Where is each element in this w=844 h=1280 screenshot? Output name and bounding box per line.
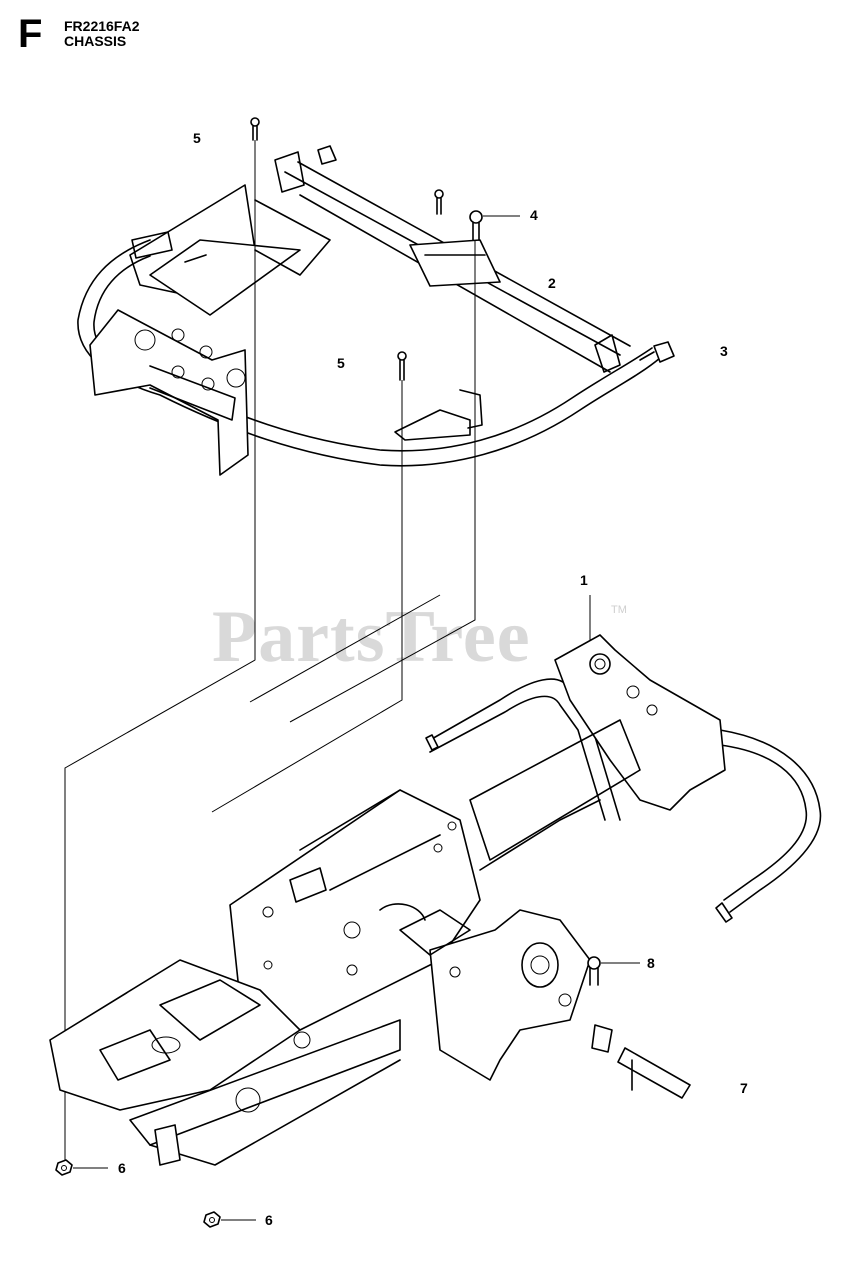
model-number: FR2216FA2: [64, 18, 140, 34]
cap-nut-part-3: [639, 341, 675, 363]
watermark-logo: PartsTree: [212, 596, 531, 678]
bolt-part-4: [469, 210, 520, 241]
section-letter: F: [18, 12, 43, 56]
callout-2[interactable]: 2: [548, 275, 556, 291]
bolt-part-8: [587, 956, 640, 986]
bolt-part-5-upper: [250, 117, 260, 141]
bolt-part-5-middle: [397, 351, 407, 381]
callout-6-upper[interactable]: 6: [118, 1160, 126, 1176]
diagram-title: CHASSIS: [64, 33, 127, 49]
watermark-trademark: TM: [611, 604, 627, 616]
bolt-part-4-duplicate: [434, 189, 444, 215]
nut-part-6-lower: [203, 1211, 256, 1228]
main-chassis-part-1: [49, 634, 822, 1166]
callout-6-lower[interactable]: 6: [265, 1212, 273, 1228]
callout-5-top[interactable]: 5: [193, 130, 201, 146]
callout-4[interactable]: 4: [530, 207, 538, 223]
callout-5-mid[interactable]: 5: [337, 355, 345, 371]
callout-8[interactable]: 8: [647, 955, 655, 971]
front-frame-part-2: [77, 151, 661, 476]
guide-lines: [64, 140, 591, 1165]
callout-7[interactable]: 7: [740, 1080, 748, 1096]
callout-3[interactable]: 3: [720, 343, 728, 359]
pin-part-7: [591, 1024, 691, 1099]
nut-part-6-upper: [55, 1159, 108, 1176]
callout-1[interactable]: 1: [580, 572, 588, 588]
cap-nut-top: [317, 145, 337, 165]
